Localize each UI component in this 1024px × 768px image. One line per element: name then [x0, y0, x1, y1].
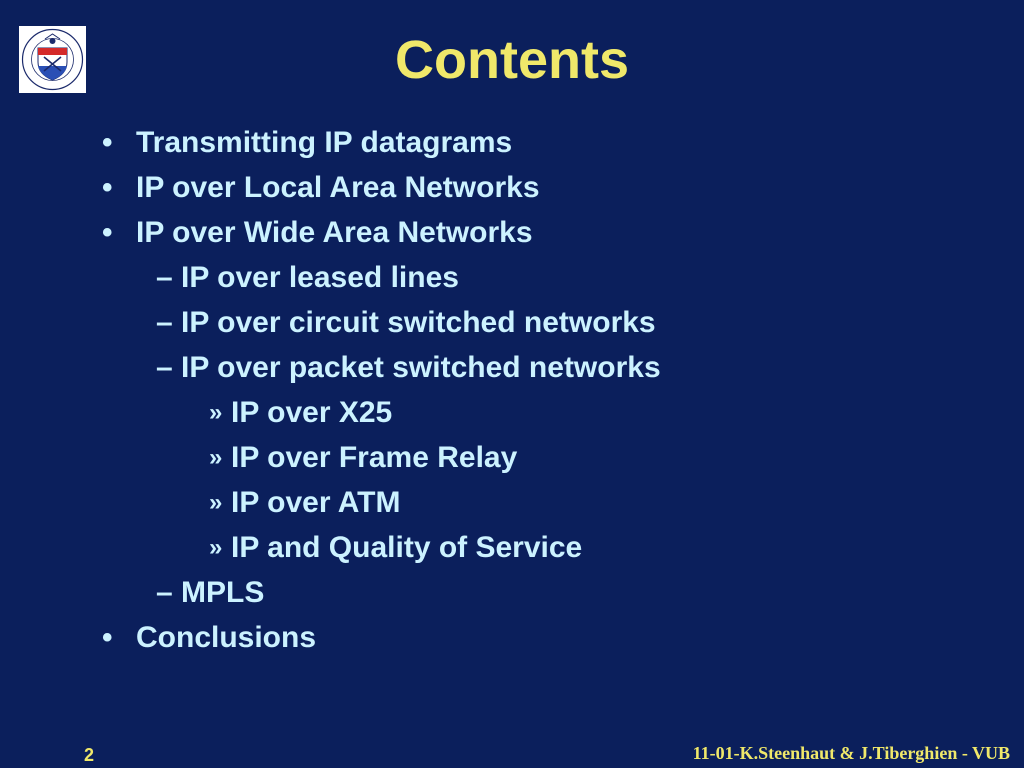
outline-item-label: Transmitting IP datagrams	[136, 126, 513, 159]
outline-item-label: IP over Wide Area Networks	[136, 216, 533, 249]
outline-marker: –	[156, 576, 173, 609]
outline-item-level-3: » IP over X25	[209, 390, 393, 435]
outline-item-label: IP over leased lines	[181, 261, 459, 294]
outline-item-label: IP over X25	[231, 396, 393, 429]
outline-marker: »	[209, 534, 223, 561]
page-number: 2	[84, 745, 95, 765]
outline-item-level-1: • IP over Wide Area Networks	[102, 210, 533, 255]
university-logo	[19, 26, 86, 93]
outline-marker: »	[209, 444, 223, 471]
university-seal-icon	[21, 28, 84, 91]
outline-marker: »	[209, 399, 223, 426]
outline-marker: •	[102, 621, 113, 654]
outline-item-label: MPLS	[181, 576, 265, 609]
outline-item-level-3: » IP over Frame Relay	[209, 435, 518, 480]
outline-item-level-1: • Conclusions	[102, 615, 317, 660]
outline-marker: »	[209, 489, 223, 516]
outline-item-level-2: –IP over leased lines	[156, 255, 459, 300]
outline-marker: •	[102, 126, 113, 159]
outline-item-level-2: –IP over circuit switched networks	[156, 300, 656, 345]
outline-item-label: IP over circuit switched networks	[181, 306, 656, 339]
outline-item-label: IP and Quality of Service	[231, 531, 583, 564]
outline-item-label: IP over packet switched networks	[181, 351, 661, 384]
outline-item-label: Conclusions	[136, 621, 317, 654]
outline-item-label: IP over ATM	[231, 486, 401, 519]
outline-marker: –	[156, 351, 173, 384]
outline-item-level-3: » IP and Quality of Service	[209, 525, 583, 570]
slide-title: Contents	[395, 30, 629, 90]
outline-item-level-2: –IP over packet switched networks	[156, 345, 661, 390]
outline-item-level-1: • Transmitting IP datagrams	[102, 120, 513, 165]
outline-item-label: IP over Frame Relay	[231, 441, 518, 474]
outline-marker: –	[156, 306, 173, 339]
outline-marker: –	[156, 261, 173, 294]
footer-credit: 11-01-K.Steenhaut & J.Tiberghien - VUB	[692, 743, 1010, 763]
outline-marker: •	[102, 171, 113, 204]
outline-marker: •	[102, 216, 113, 249]
outline-item-level-3: » IP over ATM	[209, 480, 401, 525]
outline-item-label: IP over Local Area Networks	[136, 171, 540, 204]
outline-item-level-1: • IP over Local Area Networks	[102, 165, 540, 210]
outline-item-level-2: –MPLS	[156, 570, 265, 615]
